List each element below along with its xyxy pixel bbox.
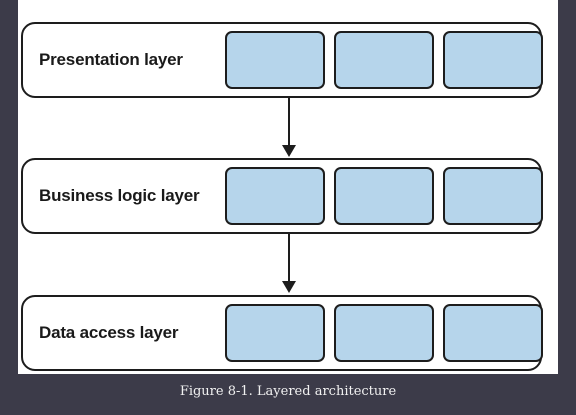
data-access-layer-box: Data access layer [21,295,543,371]
data-access-component-2 [334,304,434,362]
data-access-layer-label: Data access layer [39,323,179,342]
data-access-component-1 [225,304,325,362]
arrow-presentation-to-business [282,98,296,157]
business-logic-layer-label: Business logic layer [39,186,200,205]
presentation-component-2 [334,31,434,89]
figure-panel: Presentation layer Business logic layer … [18,0,558,374]
presentation-component-1 [225,31,325,89]
presentation-component-3 [443,31,543,89]
figure-caption: Figure 8-1. Layered architecture [179,384,397,399]
presentation-layer-box: Presentation layer [21,22,543,98]
business-logic-layer-box: Business logic layer [21,158,543,234]
business-logic-component-2 [334,167,434,225]
data-access-component-3 [443,304,543,362]
business-logic-component-3 [443,167,543,225]
presentation-layer-label: Presentation layer [39,50,183,69]
arrow-business-to-data-access [282,234,296,293]
business-logic-component-1 [225,167,325,225]
